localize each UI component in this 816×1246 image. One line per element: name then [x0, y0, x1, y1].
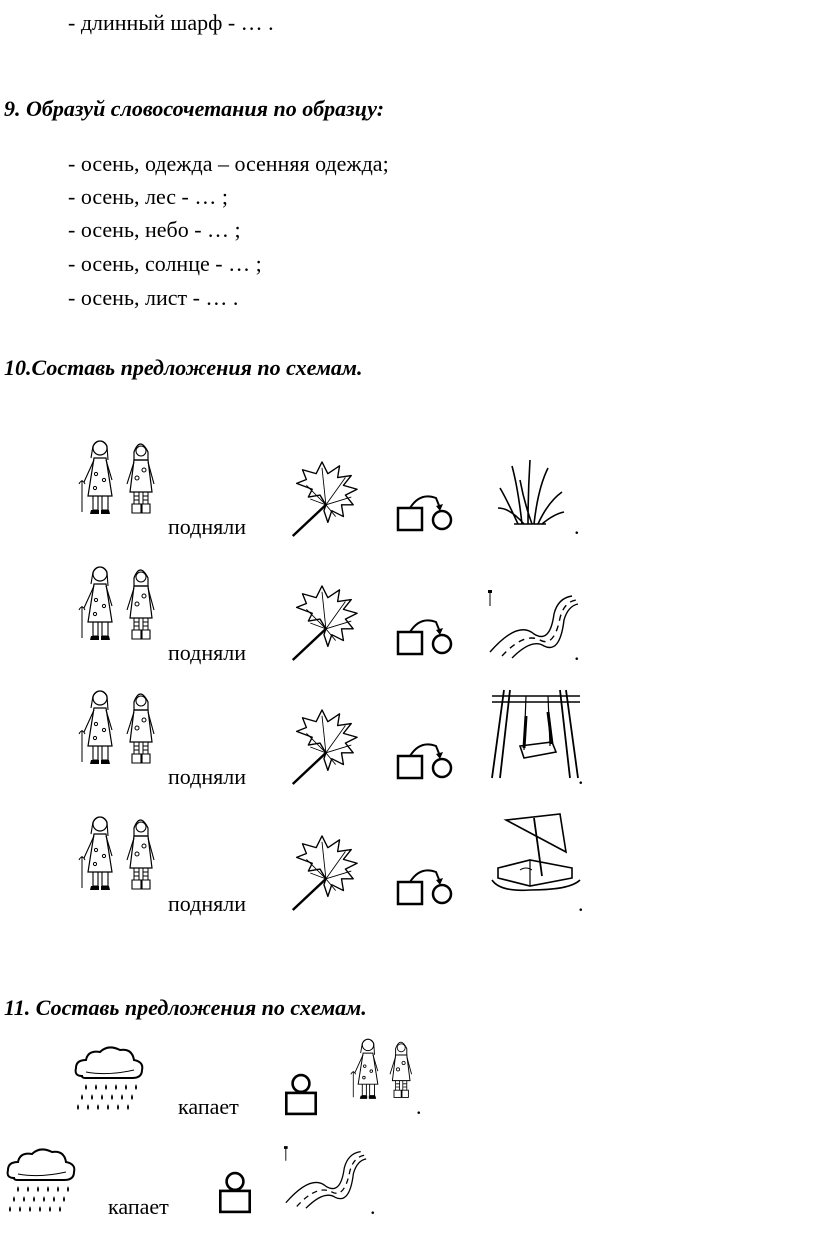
- task9-item-4: - осень, лист - … .: [68, 285, 239, 310]
- task9-title: 9. Образуй словосочетания по образцу:: [4, 96, 385, 121]
- task10-row-1-end: .: [574, 640, 580, 665]
- person-scheme-icon: [284, 1073, 318, 1116]
- task11-row-1-verb: капает: [108, 1194, 169, 1219]
- task11-row-0-verb: капает: [178, 1094, 239, 1119]
- girl-icon: [78, 566, 113, 641]
- task10-row-1-verb: подняли: [168, 640, 246, 665]
- maple-leaf-icon: [291, 460, 359, 538]
- boy-icon: [389, 1041, 413, 1098]
- maple-leaf-icon: [291, 834, 359, 912]
- scheme-icon: [396, 495, 453, 532]
- boy-icon: [126, 693, 155, 764]
- grass-icon: [496, 458, 566, 528]
- task9-item-2: - осень, небо - … ;: [68, 217, 241, 242]
- task10-row-0-end: .: [574, 514, 580, 539]
- girl-icon: [78, 816, 113, 891]
- task10-row-0-verb: подняли: [168, 514, 246, 539]
- boy-icon: [126, 443, 155, 514]
- girl-icon: [78, 690, 113, 765]
- road-icon: [487, 589, 579, 659]
- task10-row-2-end: .: [578, 764, 584, 789]
- maple-leaf-icon: [291, 708, 359, 786]
- scheme-icon: [396, 743, 453, 780]
- task9-item-1: - осень, лес - … ;: [68, 184, 228, 209]
- scheme-icon: [396, 619, 453, 656]
- girl-icon: [78, 440, 113, 515]
- task9-item-3: - осень, солнце - … ;: [68, 251, 262, 276]
- task11-row-0-end: .: [416, 1094, 422, 1119]
- boy-icon: [126, 819, 155, 890]
- person-scheme-icon: [218, 1171, 252, 1214]
- task10-row-3-end: .: [578, 891, 584, 916]
- boy-icon: [126, 569, 155, 640]
- swing-icon: [490, 686, 582, 780]
- road-icon: [283, 1145, 367, 1209]
- task11-title: 11. Составь предложения по схемам.: [4, 995, 367, 1020]
- scheme-icon: [396, 869, 453, 906]
- task11-row-1-end: .: [370, 1194, 376, 1219]
- task10-row-2-verb: подняли: [168, 764, 246, 789]
- rain-cloud-icon: [6, 1148, 76, 1213]
- top-line: - длинный шарф - … .: [68, 10, 274, 35]
- girl-icon: [350, 1038, 379, 1100]
- task10-row-3-verb: подняли: [168, 891, 246, 916]
- task10-title: 10.Составь предложения по схемам.: [4, 355, 363, 380]
- sandbox-icon: [490, 812, 582, 892]
- rain-cloud-icon: [74, 1046, 144, 1111]
- task9-item-0: - осень, одежда – осенняя одежда;: [68, 151, 389, 176]
- maple-leaf-icon: [291, 584, 359, 662]
